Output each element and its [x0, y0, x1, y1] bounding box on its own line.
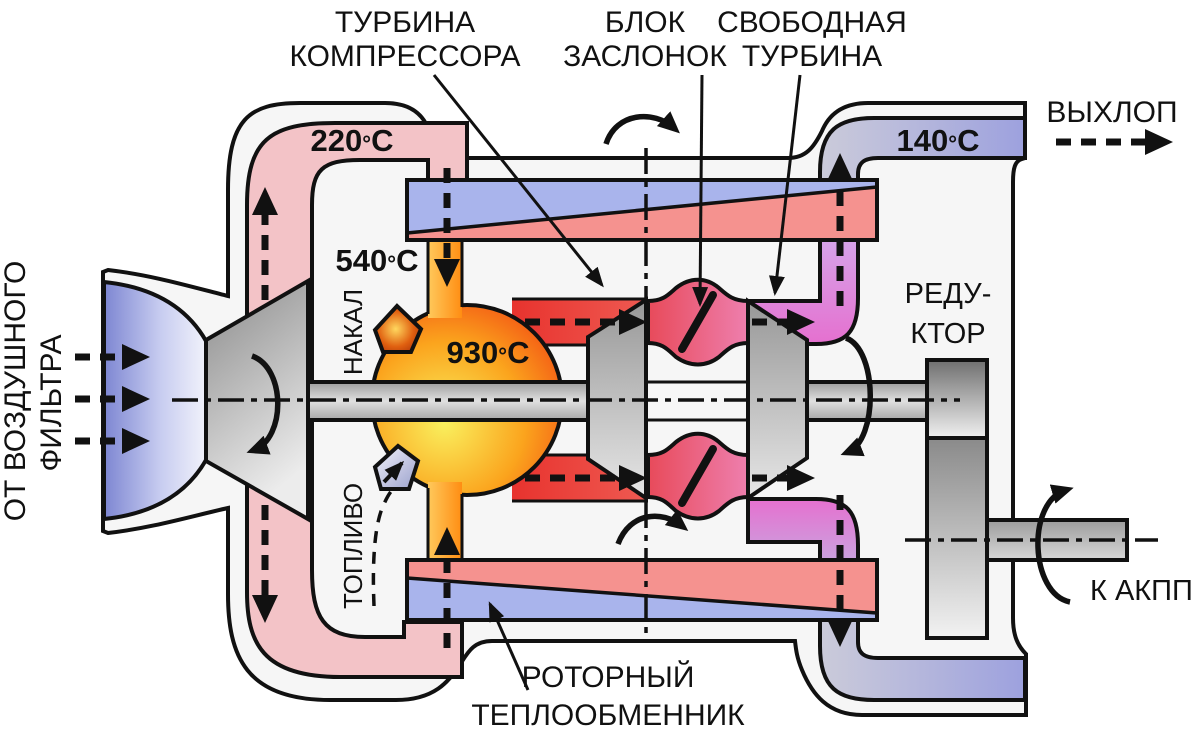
label-valve-block-2: ЗАСЛОНОК — [563, 40, 727, 73]
rotation-arrow-compressor — [246, 353, 281, 455]
temp-exhaust: 140°C — [897, 123, 980, 158]
label-glow-plug: НАКАЛ — [338, 289, 368, 375]
temp-preheated-air: 540°C — [336, 243, 419, 278]
label-heat-exchanger-2: ТЕПЛООБМЕННИК — [471, 699, 745, 732]
label-valve-block-1: БЛОК — [605, 6, 686, 39]
leader-free-turbine — [768, 74, 802, 296]
label-to-transmission: К АКПП — [1090, 575, 1193, 607]
leader-compressor-turbine — [432, 74, 604, 288]
rotation-arrow-turbine-shaft — [840, 335, 873, 457]
label-heat-exchanger-1: РОТОРНЫЙ — [522, 660, 695, 694]
label-free-turbine-1: СВОБОДНАЯ — [717, 6, 907, 39]
flow-arrows — [75, 129, 1173, 648]
exhaust-duct-bottom — [818, 616, 1027, 702]
heat-exchanger-top — [405, 178, 879, 242]
label-air-filter-1: ОТ ВОЗДУШНОГО — [0, 261, 32, 522]
label-gearbox-2: КТОР — [910, 318, 985, 350]
heat-exchanger-bottom — [405, 558, 879, 622]
label-fuel: ТОПЛИВО — [338, 483, 368, 609]
valve-plate-bottom — [678, 445, 717, 507]
exhaust-duct-top — [818, 116, 1027, 184]
leader-valve-block — [692, 74, 709, 307]
fuel-injector — [372, 443, 421, 491]
label-compressor-turbine-2: КОМПРЕССОРА — [289, 40, 520, 73]
temp-compressed-air: 220°C — [311, 123, 394, 158]
label-compressor-turbine-1: ТУРБИНА — [335, 6, 475, 39]
label-air-filter-2: ФИЛЬТРА — [35, 334, 68, 471]
label-free-turbine-2: ТУРБИНА — [742, 40, 882, 73]
glow-plug — [372, 303, 424, 354]
label-exhaust: ВЫХЛОП — [1046, 96, 1177, 129]
label-gearbox-1: РЕДУ- — [905, 278, 992, 310]
rotation-arrow-hx-top — [603, 111, 680, 146]
gear-large — [925, 436, 989, 640]
hx-bottom-hot-side — [407, 560, 877, 613]
temp-combustion: 930°C — [447, 335, 530, 370]
leader-heat-exchanger — [488, 601, 530, 691]
rotation-arrow-output-shaft — [1035, 484, 1074, 605]
chamber-neck-bottom — [426, 482, 464, 562]
